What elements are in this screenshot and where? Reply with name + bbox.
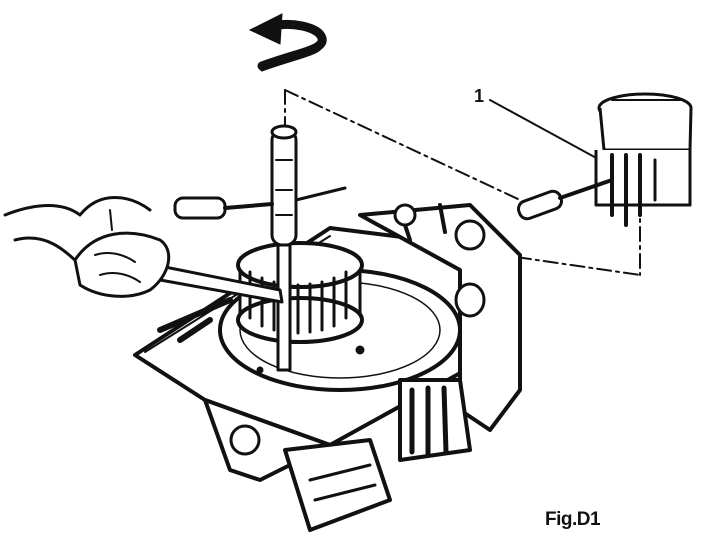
callout-leader-line [489,99,601,161]
callout-label: 1 [474,86,485,106]
gear-wheel [236,241,364,344]
inset-component [594,92,693,227]
rear-housing [358,203,522,432]
hand [3,196,171,298]
rotation-arrow-icon [248,13,327,72]
torque-tool [270,124,298,372]
lower-assembly [203,378,472,532]
screwdriver [173,186,347,220]
inset-screwdriver [517,178,614,221]
figure-caption: Fig.D1 [545,509,601,530]
